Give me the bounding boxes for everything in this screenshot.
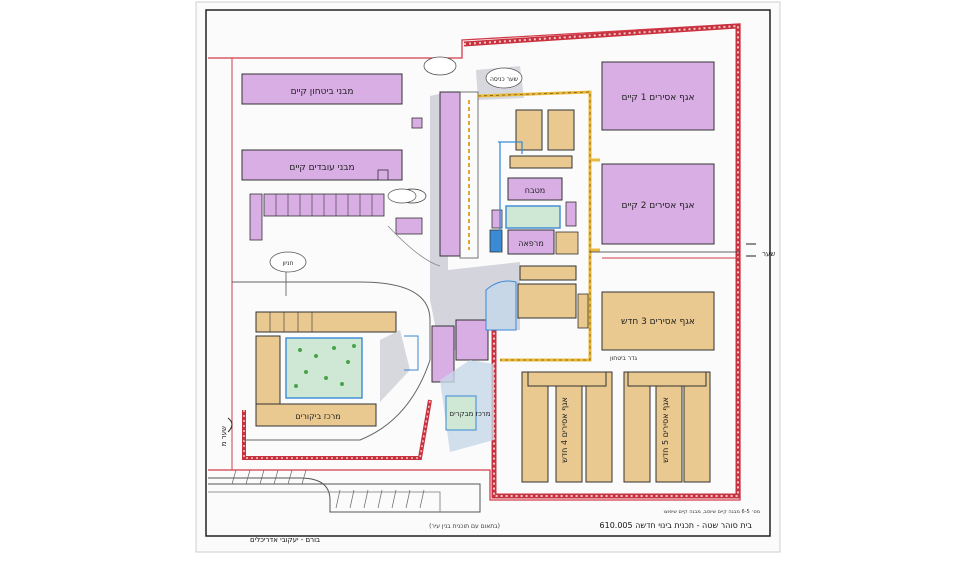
guard-post: [395, 217, 423, 235]
clinic-label: מרפאה: [518, 239, 544, 248]
bottom-right-a-label: אגף אסירים 4 חדש: [560, 397, 569, 463]
gatehouse: [455, 319, 489, 361]
workshop-block: [517, 283, 577, 319]
top-left-lower-label: מבני עובדים קיים: [289, 163, 354, 173]
bottom-right-wings: [521, 371, 711, 483]
top-left-building-upper: [241, 73, 403, 105]
architect-signature: בורם - יעקובי אדריכלים: [250, 536, 320, 544]
west-gate-label: שער מ: [220, 426, 228, 446]
fine-print: מס׳ 6-5 מבנה קיים שיוסב, מבנה קיים שיפוצ…: [663, 509, 760, 515]
kitchen-block: [507, 177, 563, 201]
west-compound-west-wing: [255, 335, 281, 409]
west-compound-north-wing: [255, 311, 397, 333]
security-fence-label: גדר ביטחון: [610, 355, 637, 362]
courtyard-trees: [294, 344, 356, 388]
bottom-left-wing-label: מרכז ביקורים: [295, 412, 340, 421]
west-compound-south-wing: [255, 403, 377, 427]
east-gate-label: שער: [762, 250, 775, 258]
west-perimeter-road: [232, 281, 431, 441]
bottom-right-b-label: אגף אסירים 5 חדש: [661, 397, 670, 463]
title-note: (בתאום עם תוכנית בנין עיר): [429, 523, 500, 530]
title-line: בית סוהר שטה - תכנית בינוי חדשה 610.005: [600, 521, 753, 530]
entrance-gate-label: שער כניסה: [490, 76, 518, 83]
top-left-upper-label: מבני ביטחון קיים: [291, 87, 354, 97]
drawing-frame: [205, 9, 771, 537]
visit-center-label: מרכז מבקרים: [450, 410, 491, 418]
kitchen-label: מטבח: [525, 186, 545, 195]
central-spine-building: [439, 91, 461, 257]
right-wing-1: [601, 61, 715, 131]
right-wing-2: [601, 163, 715, 245]
service-block-1: [515, 109, 543, 151]
site-boundary-line: [208, 23, 741, 501]
west-courtyard: [285, 337, 363, 399]
right-wing-3-label: אגף אסירים 3 חדש: [621, 317, 695, 327]
parking-label: חניון: [283, 260, 294, 267]
top-left-building-lower: [241, 149, 403, 181]
right-wing-2-label: אגף אסירים 2 קיים: [621, 201, 694, 211]
right-wing-1-label: אגף אסירים 1 קיים: [621, 93, 694, 103]
service-block-2: [547, 109, 575, 151]
right-wing-3: [601, 291, 715, 351]
parking-stripes: [231, 469, 425, 509]
clinic-block: [507, 229, 555, 255]
